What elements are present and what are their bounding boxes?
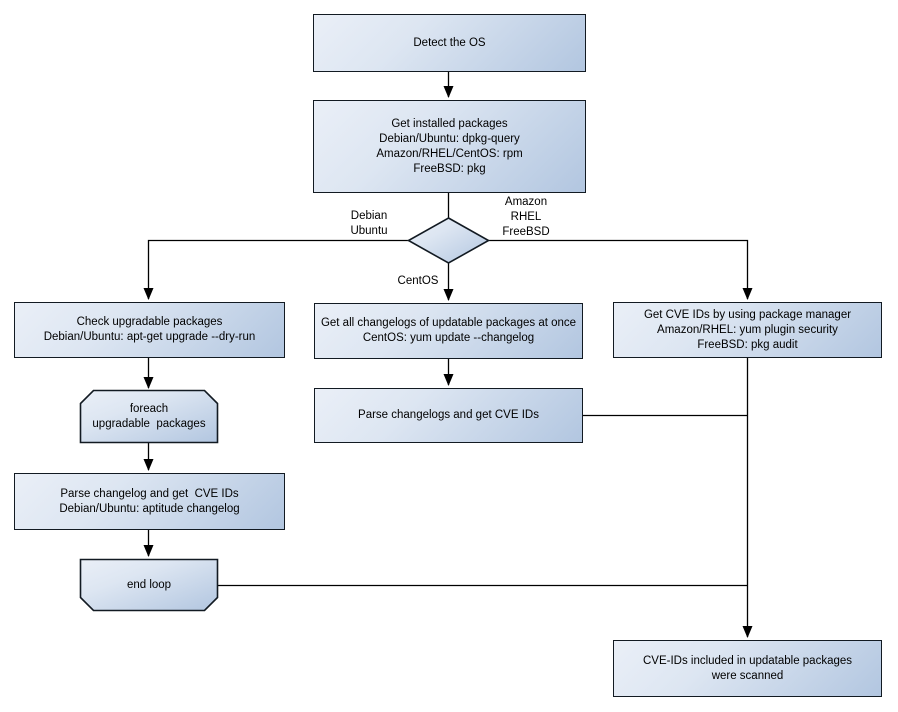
edge-label-centos: CentOS [397,275,439,287]
node-parse-changelogs-centos: Parse changelogs and get CVE IDs [314,388,583,443]
node-get-installed-packages: Get installed packages Debian/Ubuntu: dp… [313,100,586,193]
node-parse-changelogs-centos-label: Parse changelogs and get CVE IDs [358,409,539,421]
node-foreach-loop: foreach upgradable packages [80,390,218,443]
edge-label-amazon-rhel-freebsd: Amazon RHEL FreeBSD [502,196,550,238]
node-end-loop: end loop [80,559,218,611]
edges [143,72,753,638]
node-get-all-changelogs: Get all changelogs of updatable packages… [314,303,583,359]
foreach-loop-shape [79,389,219,444]
node-get-cve-package-manager: Get CVE IDs by using package manager Ama… [613,302,882,358]
node-end-loop-label: end loop [126,578,172,591]
node-check-upgradable-label: Check upgradable packages Debian/Ubuntu:… [43,316,256,343]
end-loop-shape [79,558,219,612]
edge-decision-left [143,239,409,300]
node-detect-os: Detect the OS [313,14,586,72]
node-get-installed-packages-label: Get installed packages Debian/Ubuntu: dp… [376,117,523,175]
node-scanned-result-label: CVE-IDs included in updatable packages w… [642,654,853,682]
node-scanned-result: CVE-IDs included in updatable packages w… [613,640,882,697]
node-get-all-changelogs-label: Get all changelogs of updatable packages… [320,317,577,344]
node-detect-os-label: Detect the OS [413,36,486,49]
decision-diamond [406,217,491,264]
node-parse-changelog-debian: Parse changelog and get CVE IDs Debian/U… [14,473,285,530]
node-parse-changelog-debian-label: Parse changelog and get CVE IDs Debian/U… [59,487,240,515]
edge-decision-right [488,239,753,300]
edge-label-debian-ubuntu: Debian Ubuntu [350,210,388,237]
node-check-upgradable: Check upgradable packages Debian/Ubuntu:… [14,302,285,358]
node-get-cve-package-manager-label: Get CVE IDs by using package manager Ama… [643,308,852,351]
node-foreach-loop-label: foreach upgradable packages [92,402,206,430]
